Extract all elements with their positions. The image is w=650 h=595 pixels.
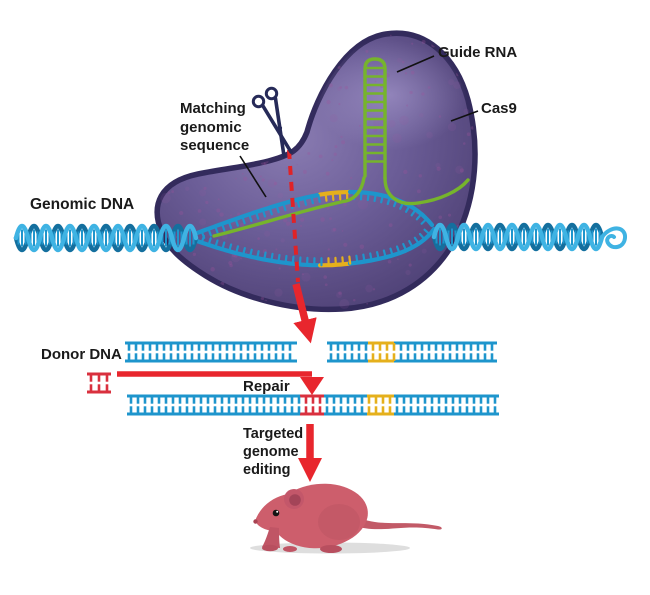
label-pointer-lines <box>239 55 479 198</box>
scissors-icon <box>251 86 293 158</box>
label-line: genome <box>243 444 299 460</box>
cas9-label: Cas9 <box>481 100 517 117</box>
flow-arrows <box>117 283 324 482</box>
cut-dna-strands <box>125 341 497 363</box>
label-line: genomic <box>180 118 242 136</box>
repair-label: Repair <box>243 378 290 395</box>
guide-rna-label: Guide RNA <box>438 44 518 61</box>
label-line: Targeted <box>243 426 304 442</box>
guide-rna <box>212 57 470 238</box>
label-line: Matching <box>180 100 246 117</box>
donor-dna-label: Donor DNA <box>41 346 122 363</box>
targeted-genome-editing-label: Targeted genome editing <box>243 425 303 479</box>
mouse-icon <box>250 483 442 554</box>
genomic-dna-helix <box>13 189 627 268</box>
label-line: sequence <box>180 137 250 154</box>
cut-site-dashed-line <box>287 149 300 283</box>
genomic-dna-label: Genomic DNA <box>30 196 135 213</box>
cas9-protein <box>154 30 478 313</box>
matching-genomic-sequence-label: Matching genomic sequence <box>180 100 249 156</box>
donor-dna-fragment <box>87 372 111 394</box>
label-line: editing <box>243 462 291 478</box>
repaired-dna-strand <box>127 394 499 416</box>
